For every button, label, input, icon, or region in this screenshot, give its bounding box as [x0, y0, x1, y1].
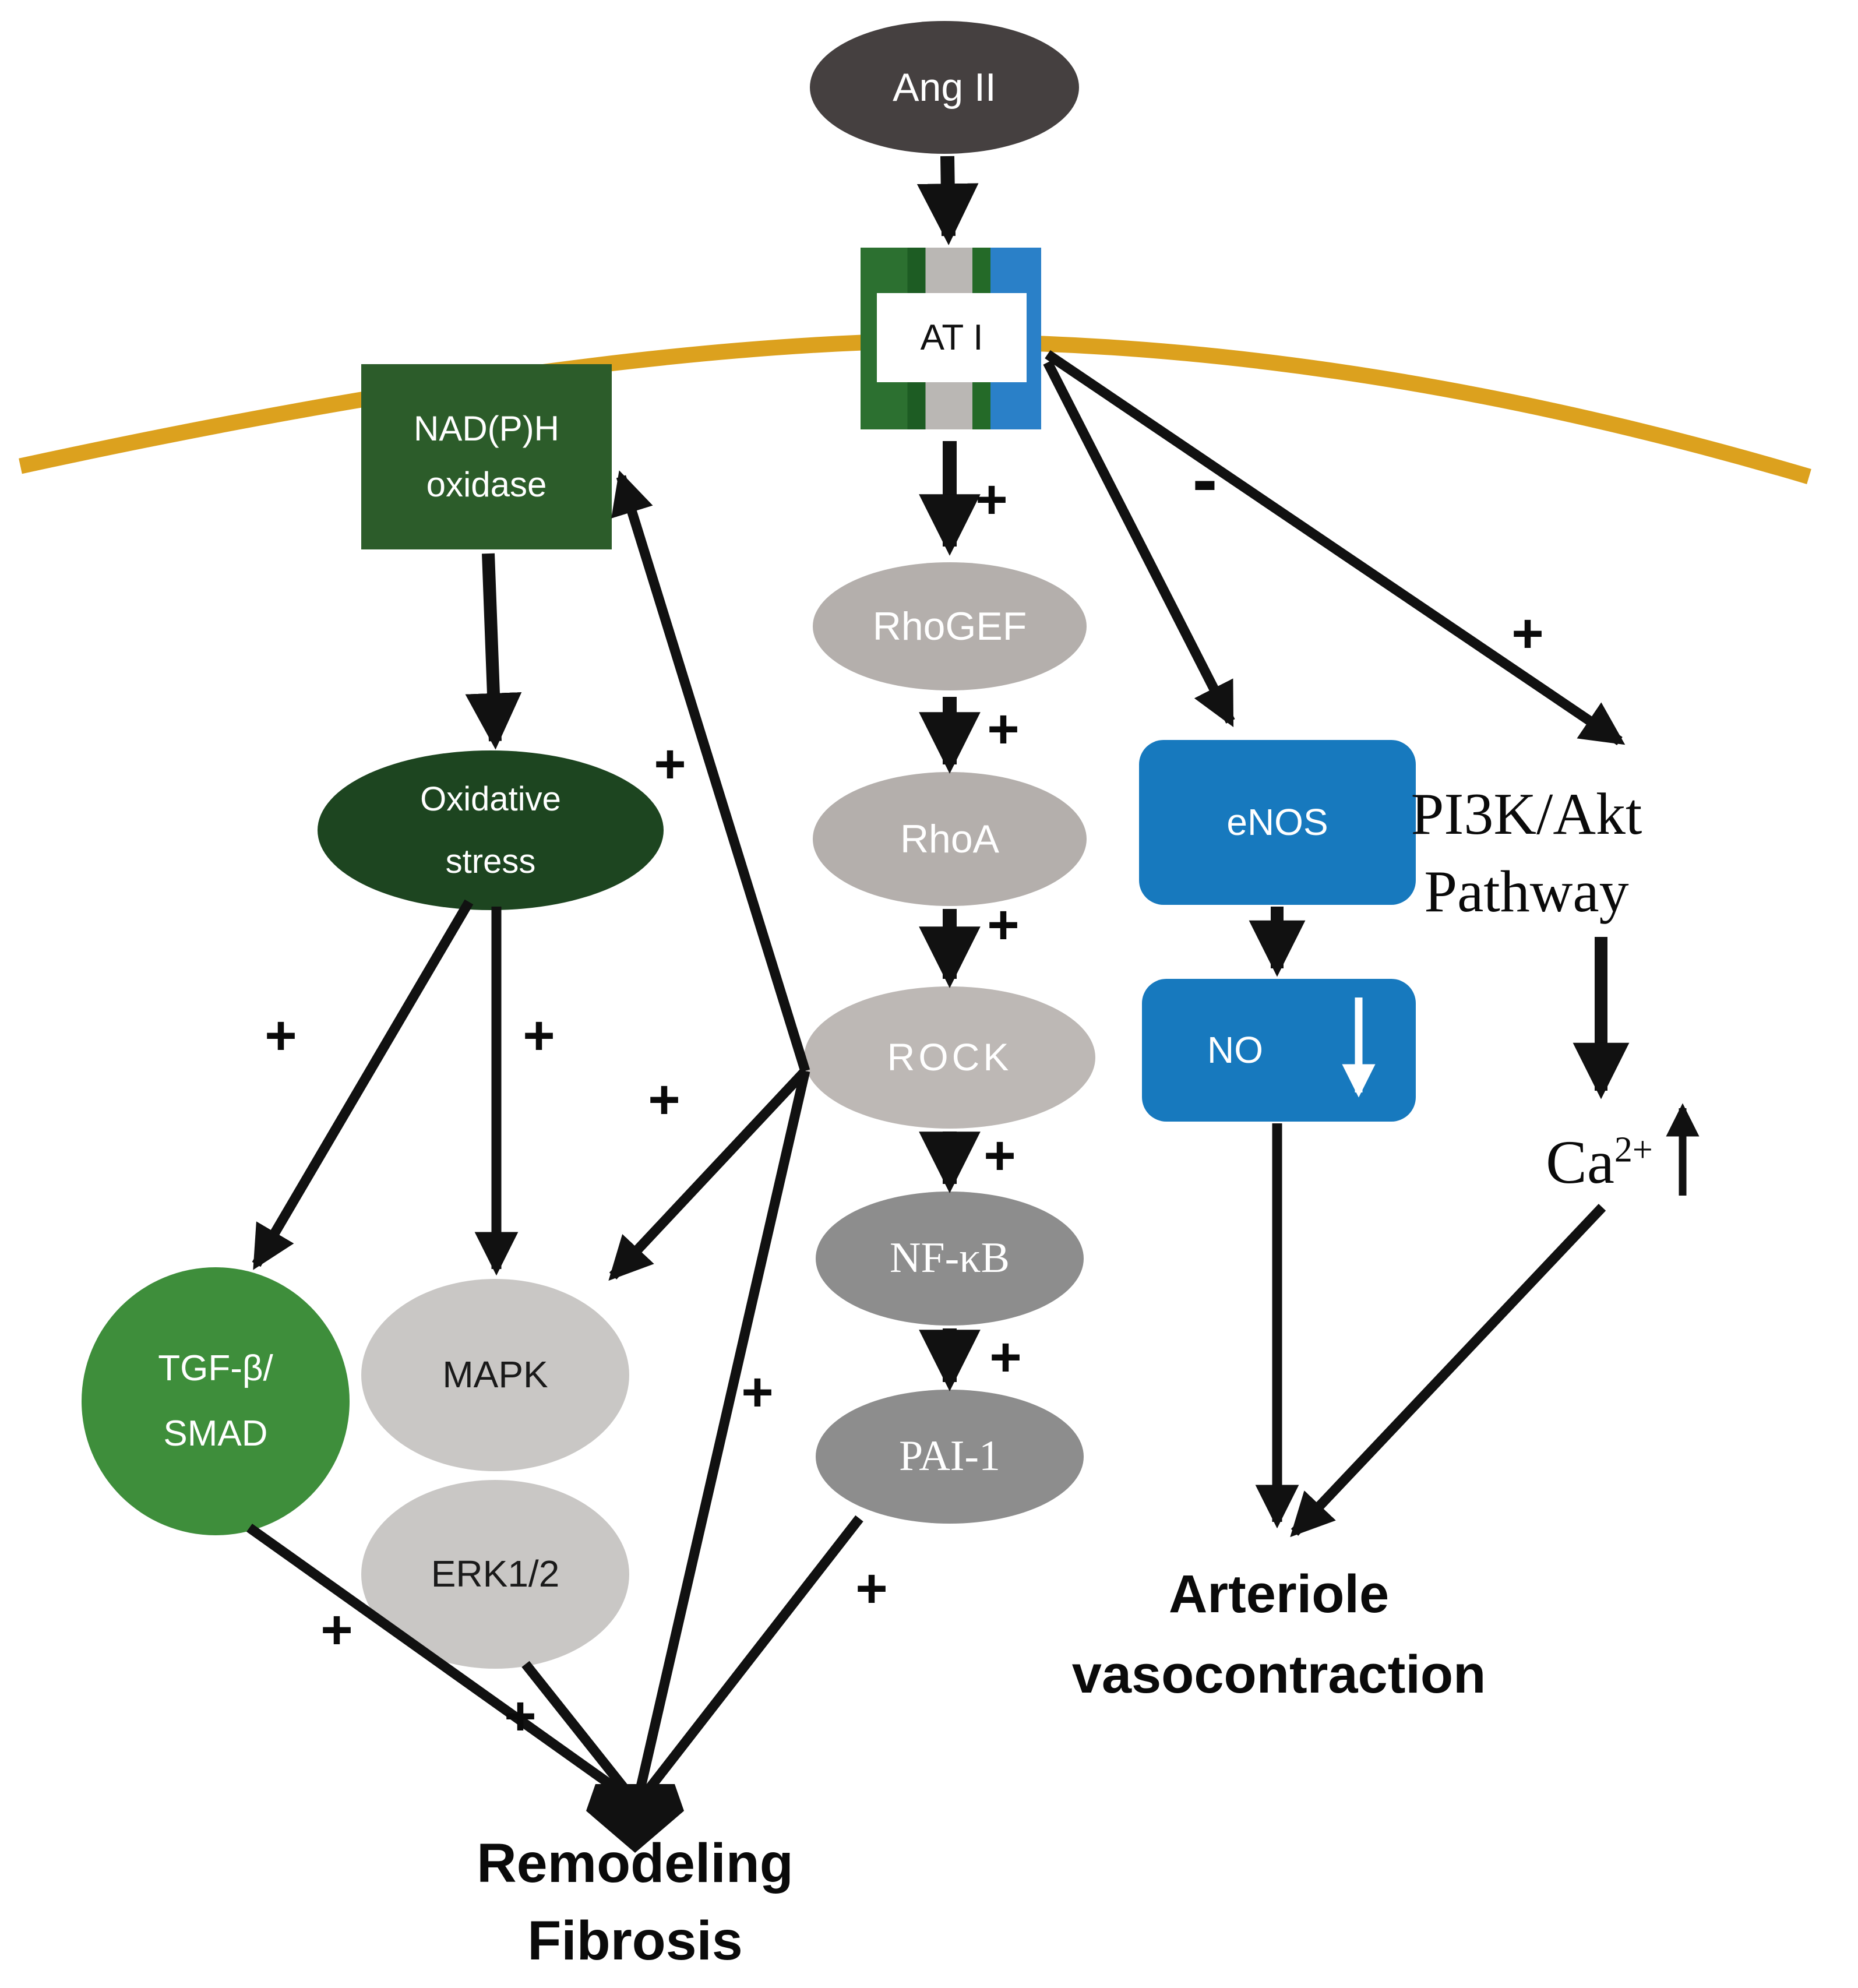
ang-ii-label: Ang II: [893, 65, 996, 110]
node-erk12: ERK1/2: [361, 1480, 629, 1669]
arteriole-line2: vasocontraction: [1071, 1645, 1486, 1704]
node-arteriole-vasocontraction: Arteriole vasocontraction: [1043, 1544, 1515, 1725]
sign-oxidative-mapk: +: [523, 1004, 555, 1067]
nadph-line1: NAD(P)H: [414, 409, 559, 448]
nadph-line2: oxidase: [426, 465, 547, 504]
rhoa-label: RhoA: [900, 816, 1000, 861]
pai1-label: PAI-1: [898, 1432, 1001, 1481]
arteriole-line1: Arteriole: [1168, 1564, 1390, 1624]
calcium-label: Ca2+: [1546, 1128, 1653, 1197]
node-no: NO: [1142, 979, 1416, 1122]
remodeling-line1: Remodeling: [477, 1832, 794, 1894]
sign-rhoa-rock: +: [987, 894, 1020, 956]
node-rhoa: RhoA: [813, 772, 1087, 906]
node-calcium: Ca2+: [1515, 1119, 1684, 1206]
arrow-nadph-to-oxidative: [465, 553, 522, 750]
arrow-rock-to-mapk: [608, 1067, 809, 1281]
arrow-at1-to-pi3k: [1045, 350, 1626, 746]
tgf-line2: SMAD: [163, 1414, 268, 1454]
no-label: NO: [1207, 1028, 1263, 1071]
sign-at1-pi3k: +: [1511, 602, 1544, 665]
tgf-line1: TGF-β/: [158, 1348, 273, 1389]
node-rock: ROCK: [804, 986, 1095, 1129]
node-at1-receptor: AT I: [861, 248, 1041, 429]
node-nadph-oxidase: NAD(P)H oxidase: [361, 364, 612, 549]
sign-nfkb-pai1: +: [989, 1326, 1022, 1388]
pi3k-line2: Pathway: [1424, 859, 1629, 925]
arrow-at1-to-enos: [1043, 360, 1235, 727]
node-nfkb: NF-κB: [816, 1192, 1084, 1326]
line-pai1-to-remodeling: [641, 1515, 863, 1797]
node-enos: eNOS: [1139, 740, 1416, 905]
erk12-label: ERK1/2: [431, 1553, 560, 1595]
remodeling-line2: Fibrosis: [527, 1910, 743, 1972]
sign-oxidative-tgf: +: [265, 1004, 297, 1067]
sign-rock-nfkb: +: [983, 1125, 1016, 1187]
line-erk-to-remodeling: [521, 1661, 633, 1798]
rock-label: ROCK: [887, 1035, 1013, 1079]
nfkb-label: NF-κB: [890, 1234, 1010, 1282]
at1-label-box: AT I: [876, 293, 1027, 382]
line-rock-to-remodeling: [634, 1070, 810, 1793]
mapk-label: MAPK: [442, 1353, 548, 1396]
node-mapk: MAPK: [361, 1279, 629, 1471]
sign-rock-nadph: +: [654, 733, 686, 795]
oxidative-line1: Oxidative: [420, 780, 561, 818]
arrow-rock-to-nadph: [611, 470, 810, 1073]
node-oxidative-stress: Oxidative stress: [318, 750, 664, 910]
calcium-superscript: 2+: [1614, 1130, 1653, 1170]
sign-rhogef-rhoa: +: [987, 698, 1020, 760]
arrow-oxidative-to-tgf: [252, 899, 474, 1270]
pi3k-line1: PI3K/Akt: [1411, 781, 1642, 848]
node-pai1: PAI-1: [816, 1390, 1084, 1524]
node-ang-ii: Ang II: [810, 21, 1079, 154]
at1-label: AT I: [920, 317, 983, 358]
enos-label: eNOS: [1226, 801, 1328, 843]
oxidative-line2: stress: [445, 843, 536, 880]
sign-at1-rhogef: +: [975, 468, 1008, 531]
sign-rock-remodeling: +: [741, 1361, 774, 1423]
node-remodeling-fibrosis: Remodeling Fibrosis: [402, 1827, 868, 1978]
sign-rock-mapk: +: [648, 1069, 681, 1131]
arrow-calcium-to-arteriole: [1290, 1204, 1606, 1538]
node-tgf-smad: TGF-β/ SMAD: [82, 1267, 350, 1535]
node-pi3k-akt-pathway: PI3K/Akt Pathway: [1352, 766, 1701, 941]
rhogef-label: RhoGEF: [872, 604, 1027, 648]
node-rhogef: RhoGEF: [813, 562, 1087, 690]
arrow-angii-to-at1: [916, 156, 979, 245]
sign-erk-remodeling: +: [504, 1685, 537, 1747]
sign-pai1-remodeling: +: [855, 1557, 888, 1620]
sign-at1-enos: -: [1192, 436, 1218, 521]
sign-tgf-remodeling: +: [320, 1599, 353, 1661]
